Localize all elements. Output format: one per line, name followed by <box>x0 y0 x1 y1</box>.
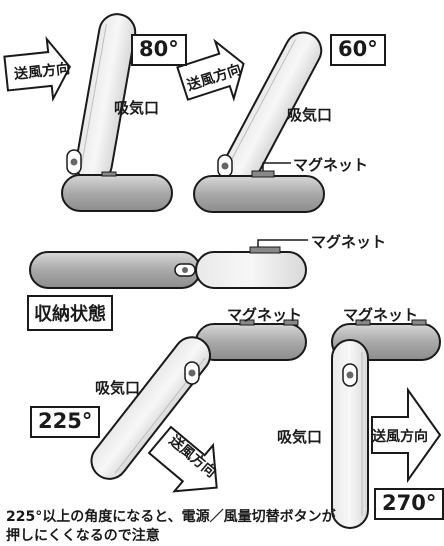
base-225 <box>195 323 307 361</box>
air-direction-label-270: 送風方向 <box>372 429 428 445</box>
angle-label-80: 80° <box>131 34 187 66</box>
magnet-label-60: マグネット <box>293 156 369 174</box>
magnet-leader-60 <box>262 162 291 171</box>
unit-storage <box>29 239 308 289</box>
caution-note: 225°以上の角度になると、電源／風量切替ボタンが押しにくくなるので注意 <box>6 509 336 544</box>
diagram-artwork <box>3 13 442 529</box>
intake-label-270: 吸気口 <box>277 428 323 446</box>
arm-225 <box>90 336 211 480</box>
magnet-label-270: マグネット <box>343 306 419 324</box>
intake-label-225: 吸気口 <box>95 379 141 397</box>
knob-225 <box>184 361 200 385</box>
unit-80-degree <box>3 13 173 212</box>
arrow-225 <box>147 425 218 493</box>
angle-label-60: 60° <box>330 34 386 66</box>
fan-angle-diagram: 80° 60° 225° 270° 収納状態 送風方向 送風方向 送風方向 送風… <box>3 13 444 544</box>
magnet-leader-storage <box>257 239 308 247</box>
base-80 <box>61 174 173 212</box>
knob-80 <box>66 149 82 175</box>
arrow-270 <box>371 386 442 484</box>
storage-state-label: 収納状態 <box>27 295 113 331</box>
intake-label-80: 吸気口 <box>114 99 160 117</box>
arrow-80 <box>3 35 72 103</box>
magnet-label-225: マグネット <box>227 306 303 324</box>
base-60 <box>193 175 325 213</box>
magnet-label-storage: マグネット <box>311 233 387 251</box>
angle-label-270: 270° <box>374 488 444 520</box>
knob-60 <box>217 154 233 178</box>
knob-270 <box>342 363 358 387</box>
arrow-60 <box>176 38 245 102</box>
angle-label-225: 225° <box>30 406 101 438</box>
arm-storage <box>195 251 307 289</box>
arm-270 <box>331 339 369 529</box>
unit-60-degree <box>176 31 325 213</box>
unit-270-degree <box>331 319 442 529</box>
intake-label-60: 吸気口 <box>287 106 333 124</box>
unit-225-degree <box>90 319 307 493</box>
